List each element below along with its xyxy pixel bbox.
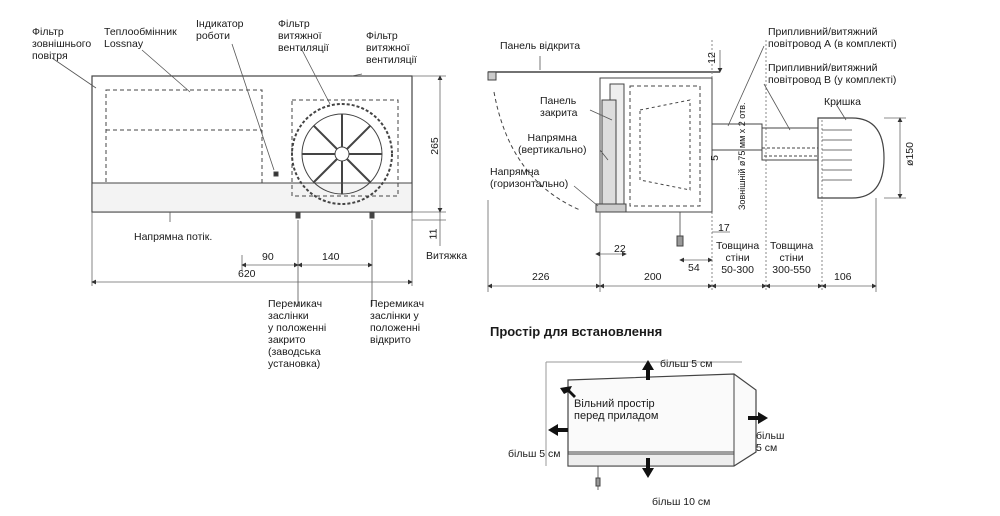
dim-12: 12 — [705, 52, 718, 64]
label-left-clearance: більш 5 см — [508, 448, 561, 460]
dim-5: 5 — [708, 155, 721, 161]
label-bottom-clearance: більш 10 см — [652, 496, 711, 508]
text: Припливний/витяжний — [768, 26, 878, 38]
text: Панель — [540, 95, 577, 107]
fan — [291, 103, 393, 205]
text: заслінки — [268, 310, 309, 322]
text: Перемикач — [268, 298, 323, 310]
text: повітря — [32, 50, 68, 62]
label-duct-a: Припливний/витяжний повітровод А (в комп… — [768, 26, 897, 50]
label-right-clearance: більш 5 см — [756, 430, 784, 454]
text: установка) — [268, 358, 321, 370]
text: відкрито — [370, 334, 411, 346]
label-wall-b: Товщина стіни 300-550 — [770, 240, 813, 276]
text: 5 см — [756, 442, 778, 454]
text: Фільтр — [278, 18, 310, 30]
label-guide-vertical: Напрямна (вертикально) — [518, 132, 586, 156]
text: Перемикач — [370, 298, 425, 310]
label-duct-b: Припливний/витяжний повітровод В (у комп… — [768, 62, 896, 86]
label-supply-filter: Фільтр витяжної вентиляції — [278, 18, 329, 54]
front-view — [51, 43, 446, 306]
text: зовнішнього — [32, 38, 92, 50]
label-top-clearance: більш 5 см — [660, 358, 713, 370]
label-flow-guide: Напрямна потік. — [134, 231, 213, 243]
dim-90: 90 — [262, 251, 274, 263]
text: Товщина — [770, 240, 814, 252]
dim-11: 11 — [427, 228, 440, 240]
dim-54: 54 — [688, 262, 700, 274]
label-free-space: Вільний простір перед приладом — [574, 398, 658, 422]
label-indicator: Індикатор роботи — [196, 18, 244, 42]
text: вентиляції — [278, 42, 329, 54]
text: у положенні — [268, 322, 327, 334]
text: Припливний/витяжний — [768, 62, 878, 74]
text: витяжної — [278, 30, 322, 42]
text: Фільтр — [32, 26, 64, 38]
text: 50-300 — [721, 264, 754, 276]
text: повітровод В (у комплекті) — [768, 74, 897, 86]
text: роботи — [196, 30, 230, 42]
label-outdoor-filter: Фільтр зовнішнього повітря — [32, 26, 91, 62]
label-wall-a: Товщина стіни 50-300 — [716, 240, 759, 276]
text: Напрямна — [527, 132, 577, 144]
dim-265: 265 — [428, 137, 441, 155]
text: стіни — [779, 252, 804, 264]
text: Напрямна — [490, 166, 540, 178]
label-exhaust-filter: Фільтр витяжної вентиляції — [366, 30, 417, 66]
dim-140: 140 — [322, 251, 340, 263]
dim-200: 200 — [644, 271, 662, 283]
text: Індикатор — [196, 18, 244, 30]
text: повітровод А (в комплекті) — [768, 38, 897, 50]
label-cover: Кришка — [824, 96, 861, 108]
dim-150: ø150 — [903, 142, 916, 166]
label-switch-closed: Перемикач заслінки у положенні закрито (… — [268, 298, 326, 370]
text: положенні — [370, 322, 421, 334]
text: перед приладом — [574, 410, 659, 422]
install-space-diagram — [545, 360, 768, 490]
text: витяжної — [366, 42, 410, 54]
text: Lossnay — [104, 38, 144, 50]
label-hole-note: Зовнішній ø75 мм х 2 отв. — [737, 102, 747, 210]
dim-17: 17 — [718, 222, 730, 234]
dim-226: 226 — [532, 271, 550, 283]
label-lossnay: Теплообмінник Lossnay — [104, 26, 177, 50]
text: (заводська — [268, 346, 321, 358]
label-switch-open: Перемикач заслінки у положенні відкрито — [370, 298, 424, 346]
text: закрито — [268, 334, 306, 346]
text: закрита — [540, 107, 578, 119]
text: Теплообмінник — [104, 26, 177, 38]
label-exhaust: Витяжка — [426, 250, 468, 262]
lossnay-core — [105, 89, 263, 184]
text: вентиляції — [366, 54, 417, 66]
label-panel-open: Панель відкрита — [500, 40, 581, 52]
install-space-title: Простір для встановлення — [490, 324, 663, 339]
text: 300-550 — [772, 264, 811, 276]
text: (вертикально) — [518, 144, 587, 156]
dim-620: 620 — [238, 268, 256, 280]
text: Вільний простір — [574, 398, 655, 410]
side-view — [487, 40, 906, 292]
text: більш — [756, 430, 785, 442]
text: Фільтр — [366, 30, 398, 42]
label-panel-closed: Панель закрита — [540, 95, 577, 119]
label-guide-horizontal: Напрямна (горизонтально) — [490, 166, 568, 190]
dim-106: 106 — [834, 271, 852, 283]
indicator-lamp — [273, 171, 279, 177]
dim-22: 22 — [614, 243, 626, 255]
text: заслінки у — [370, 310, 419, 322]
text: Товщина — [716, 240, 760, 252]
text: (горизонтально) — [490, 178, 569, 190]
text: стіни — [725, 252, 750, 264]
